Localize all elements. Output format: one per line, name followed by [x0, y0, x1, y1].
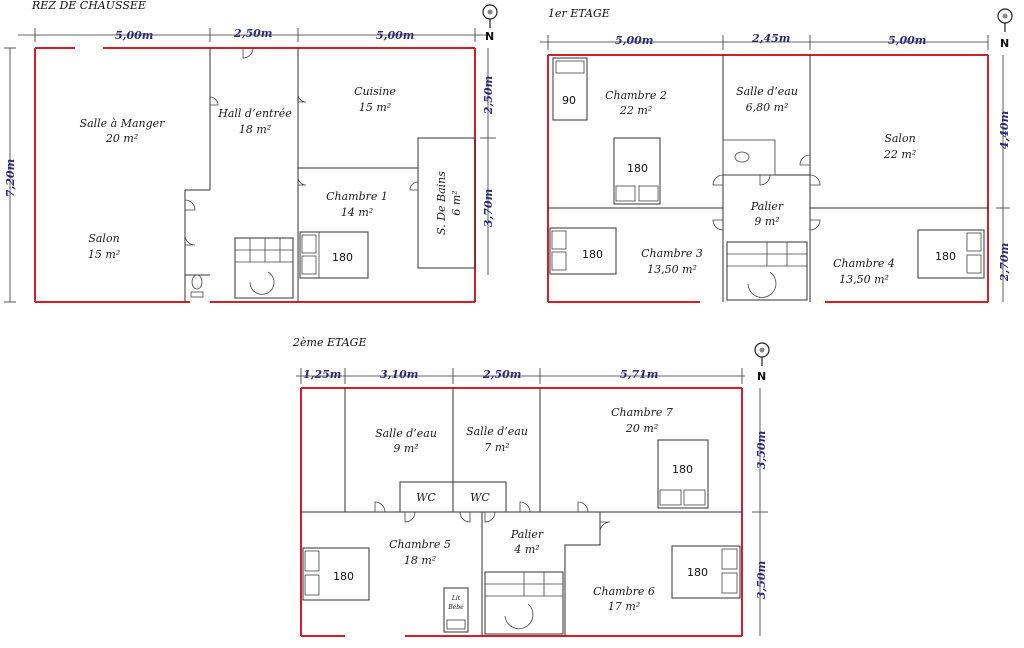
room-palier-first: Palier: [750, 200, 784, 213]
room-cuisine: Cuisine: [354, 85, 396, 98]
lit-bebe-label-2: Bébé: [447, 604, 464, 611]
area-salon-ground: 15 m²: [88, 248, 120, 261]
wc-label-1: WC: [416, 491, 436, 504]
area-salle-d-eau-7: 7 m²: [484, 441, 509, 454]
dim-top-3: 5,00m: [376, 29, 414, 42]
area-chambre-5: 18 m²: [404, 554, 436, 567]
room-s-de-bains: S. De Bains: [435, 171, 448, 235]
first-dim-right-1: 4,40m: [998, 111, 1011, 149]
area-salon-first: 22 m²: [883, 148, 916, 161]
room-chambre-2: Chambre 2: [605, 89, 667, 102]
ground-floor-plan: REZ DE CHAUSSEE 5,00m 2,50m 5,00m 7,20m …: [4, 0, 498, 303]
room-palier-second: Palier: [510, 528, 544, 541]
area-salle-a-manger: 20 m²: [105, 132, 138, 145]
room-chambre-4: Chambre 4: [833, 257, 895, 270]
first-stairs: [726, 241, 808, 301]
area-palier-second: 4 m²: [513, 543, 539, 556]
room-hall: Hall d’entrée: [217, 107, 292, 120]
room-chambre-5: Chambre 5: [389, 538, 451, 551]
area-hall: 18 m²: [239, 123, 271, 136]
second-bed-label-2: 180: [333, 570, 354, 583]
area-palier-first: 9 m²: [754, 215, 779, 228]
first-interior-walls: [548, 55, 988, 302]
room-salle-d-eau-9: Salle d’eau: [375, 427, 437, 440]
room-chambre-3: Chambre 3: [641, 247, 703, 260]
compass-label: N: [1000, 37, 1009, 50]
ground-interior-walls: [184, 48, 476, 302]
area-cuisine: 15 m²: [359, 101, 391, 114]
area-chambre-1: 14 m²: [341, 206, 373, 219]
area-chambre-3: 13,50 m²: [647, 263, 697, 276]
room-salon-ground: Salon: [88, 232, 119, 245]
area-chambre-6: 17 m²: [608, 600, 640, 613]
room-chambre-1: Chambre 1: [326, 190, 388, 203]
first-dimension-lines: [540, 35, 1010, 302]
ground-bed: [299, 231, 369, 279]
first-dim-top-1: 5,00m: [615, 34, 653, 47]
ground-stairs: [234, 237, 294, 299]
dim-left: 7,20m: [4, 159, 17, 197]
first-bed-label-2: 180: [627, 162, 648, 175]
ground-dimension-lines: [4, 28, 496, 303]
dim-right-1: 2,50m: [482, 76, 495, 115]
second-stairs: [484, 571, 564, 635]
compass-icon: [754, 342, 770, 366]
area-chambre-4: 13,50 m²: [839, 273, 889, 286]
wc-label-2: WC: [470, 491, 490, 504]
second-bed-label-1: 180: [672, 463, 693, 476]
first-beds: [549, 57, 985, 279]
ground-floor-title: REZ DE CHAUSSEE: [31, 0, 146, 12]
lit-bebe-label-1: Lit: [451, 595, 461, 602]
dim-right-2: 3,70m: [482, 189, 495, 227]
second-doors: [374, 501, 611, 533]
ground-toilet: [190, 274, 204, 298]
second-floor-plan: 2ème ETAGE 1,25m 3,10m 2,50m 5,71m 3,50m…: [292, 336, 770, 637]
dim-top-1: 5,00m: [115, 29, 153, 42]
room-salle-d-eau-first: Salle d’eau: [736, 85, 798, 98]
first-floor-title: 1er ETAGE: [548, 7, 610, 20]
second-interior-walls: [301, 388, 742, 636]
second-dim-top-2: 3,10m: [380, 368, 418, 381]
first-dim-top-3: 5,00m: [888, 34, 926, 47]
second-dim-right-2: 3,50m: [755, 561, 768, 599]
dim-top-2: 2,50m: [233, 27, 272, 40]
area-chambre-7: 20 m²: [625, 422, 658, 435]
area-salle-d-eau-9: 9 m²: [393, 442, 418, 455]
first-doors: [712, 154, 821, 231]
area-s-de-bains: 6 m²: [450, 190, 463, 215]
first-dim-top-2: 2,45m: [751, 32, 790, 45]
compass-label: N: [757, 370, 766, 383]
second-bed-label-3: 180: [687, 566, 708, 579]
compass-label: N: [485, 30, 494, 43]
second-dim-top-4: 5,71m: [620, 368, 658, 381]
second-dimension-lines: [296, 368, 768, 636]
first-exterior-walls: [547, 54, 989, 303]
first-sink: [734, 151, 750, 163]
compass-icon: [482, 4, 498, 28]
room-chambre-6: Chambre 6: [593, 585, 655, 598]
first-floor-plan: 1er ETAGE 5,00m 2,45m 5,00m 4,40m 2,70m: [540, 7, 1013, 303]
area-chambre-2: 22 m²: [619, 104, 652, 117]
first-bed-label-3: 180: [582, 248, 603, 261]
second-floor-title: 2ème ETAGE: [292, 336, 366, 349]
room-salon-first: Salon: [884, 132, 915, 145]
ground-bed-label: 180: [332, 251, 353, 264]
room-salle-d-eau-7: Salle d’eau: [466, 425, 528, 438]
second-dim-right-1: 3,50m: [755, 431, 768, 469]
room-salle-a-manger: Salle à Manger: [80, 117, 166, 130]
ground-exterior-walls: [34, 47, 476, 303]
first-dim-right-2: 2,70m: [998, 243, 1011, 282]
second-dim-top-1: 1,25m: [303, 368, 341, 381]
room-chambre-7: Chambre 7: [611, 406, 673, 419]
area-salle-d-eau-first: 6,80 m²: [746, 101, 789, 114]
compass-icon: [997, 8, 1013, 32]
first-bed-label-1: 90: [562, 94, 576, 107]
first-bed-label-4: 180: [935, 250, 956, 263]
ground-doors: [184, 47, 419, 246]
second-dim-top-3: 2,50m: [482, 368, 521, 381]
second-beds: [302, 439, 741, 633]
